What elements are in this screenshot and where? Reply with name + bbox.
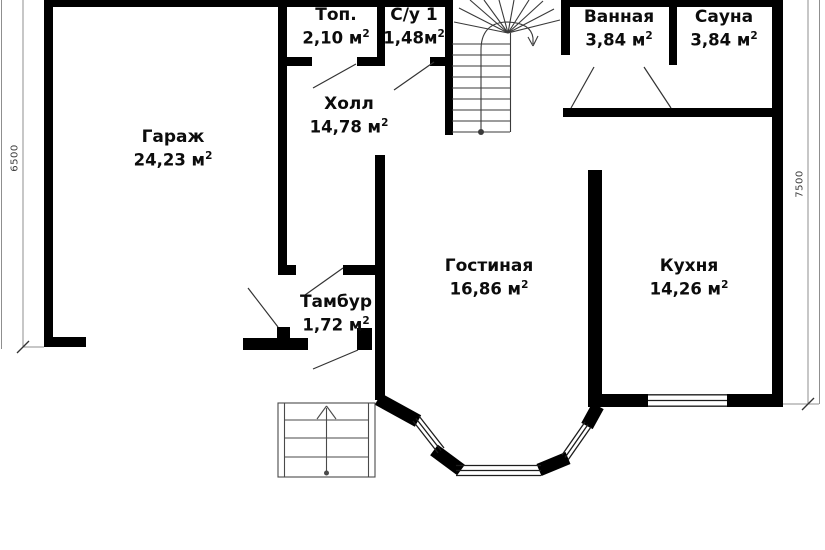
- room-area: 14,78 м2: [309, 117, 389, 137]
- dimension-lines: [1, 0, 820, 411]
- stair-arrow-down-icon: [532, 35, 539, 47]
- boiler-wc-divider: [377, 0, 385, 65]
- bath-sauna-divider: [669, 0, 677, 65]
- dimension-label-left: 6500: [9, 144, 21, 172]
- right-outer-wall: [772, 0, 783, 407]
- bay-wall-top-right: [581, 402, 604, 430]
- room-area: 16,86 м2: [449, 279, 529, 299]
- wc-bottom-wall-right: [430, 57, 452, 66]
- room-name: Сауна: [694, 7, 754, 28]
- stair-walkline-start-dot: [478, 129, 484, 135]
- room-label-tambour: Тамбур 1,72 м2: [300, 291, 372, 337]
- garage-left-wall: [44, 0, 53, 347]
- room-label-kitchen: Кухня 14,26 м2: [650, 255, 729, 301]
- kitchen-window: [648, 394, 727, 407]
- tambour-top-wall: [343, 265, 383, 275]
- room-area: 1,48м2: [383, 28, 445, 48]
- left-dimension-tick: [16, 340, 30, 354]
- room-label-bath: Ванная 3,84 м2: [584, 6, 654, 52]
- tambour-bottom-corner-right: [357, 328, 372, 350]
- garage-door-swing: [247, 287, 279, 328]
- kitchen-bottom-wall-left: [588, 394, 648, 407]
- door-swings: [247, 61, 672, 370]
- right-dimension-tick: [801, 397, 815, 411]
- hall-garage-wall: [278, 0, 287, 275]
- stair-right-wall: [561, 0, 570, 55]
- living-kitchen-divider: [588, 170, 602, 407]
- stair-arrow-down-icon: [527, 36, 534, 47]
- bath-door-swing: [570, 66, 595, 109]
- room-area: 3,84 м2: [690, 30, 758, 50]
- kitchen-bottom-wall-right: [727, 394, 783, 407]
- garage-bottom-stub: [44, 337, 86, 347]
- room-label-hall: Холл 14,78 м2: [310, 93, 389, 139]
- room-label-sauna: Сауна 3,84 м2: [690, 6, 757, 52]
- top-wall-left-segment: [44, 0, 452, 7]
- room-name: Кухня: [659, 256, 719, 277]
- room-label-garage: Гараж 24,23 м2: [134, 126, 213, 172]
- porch-walk-line: [316, 405, 337, 476]
- stair-winder-fan: [453, 0, 561, 34]
- room-area: 14,26 м2: [649, 279, 729, 299]
- porch-arrow-up-icon: [326, 405, 337, 420]
- stair-left-wall: [445, 0, 453, 135]
- room-name: Ванная: [583, 7, 655, 28]
- room-label-living: Гостиная 16,86 м2: [445, 255, 534, 301]
- room-name: Тамбур: [299, 292, 373, 313]
- bath-sauna-bottom-wall: [563, 108, 783, 117]
- room-name: Гараж: [141, 127, 205, 148]
- bay-wall-top-left: [374, 393, 422, 427]
- room-name: Топ.: [315, 5, 357, 26]
- living-left-wall: [375, 155, 385, 400]
- room-area: 2,10 м2: [302, 28, 370, 48]
- bay-wall-bottom-left: [430, 444, 465, 476]
- room-name: С/у 1: [390, 5, 438, 26]
- sauna-door-swing: [643, 66, 672, 109]
- porch-steps: [277, 402, 376, 478]
- bay-window-right: [561, 421, 592, 461]
- room-name: Гостиная: [444, 256, 534, 277]
- room-area: 3,84 м2: [585, 30, 653, 50]
- bay-window-left: [412, 415, 445, 454]
- bay-wall-bottom-right: [536, 451, 571, 477]
- tambour-door-swing: [304, 267, 344, 296]
- porch-arrow-up-icon: [316, 405, 327, 420]
- room-label-wc: С/у 1 1,48м2: [383, 4, 445, 50]
- entrance-bottom-wall: [243, 338, 308, 350]
- boiler-door-swing: [312, 63, 357, 89]
- entrance-door-swing: [312, 349, 359, 370]
- room-area: 24,23 м2: [133, 150, 213, 170]
- room-area: 1,72 м2: [302, 315, 370, 335]
- room-name: Холл: [324, 94, 374, 115]
- dimension-label-right: 7500: [794, 170, 806, 198]
- bay-window-bottom: [456, 464, 541, 477]
- wc-bottom-wall-left: [357, 57, 385, 66]
- staircase: [452, 0, 561, 135]
- boiler-bottom-wall: [278, 57, 312, 66]
- tambour-bottom-corner-left: [277, 327, 290, 350]
- room-label-boiler: Топ. 2,10 м2: [302, 4, 369, 50]
- stair-walk-line: [478, 21, 539, 135]
- interior-walls: [278, 0, 783, 407]
- hall-garage-wall-stub: [287, 265, 296, 275]
- wc-door-swing: [393, 61, 435, 91]
- bay-window-walls: [374, 393, 604, 477]
- windows: [412, 394, 727, 477]
